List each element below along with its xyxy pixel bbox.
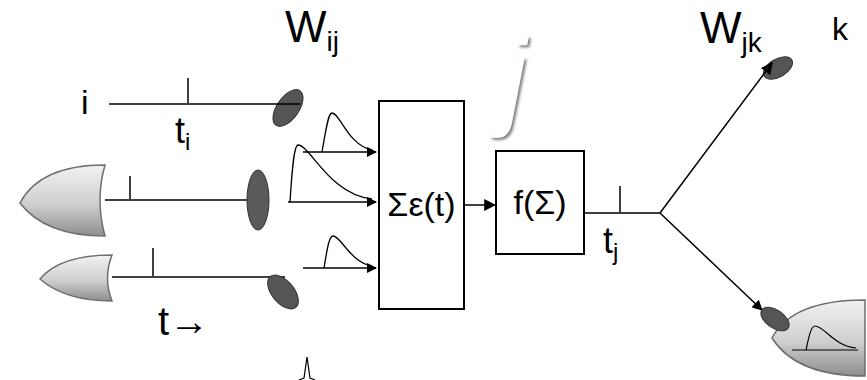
box-formula: f(Σ) [513,184,566,221]
presynaptic-neuron [20,165,105,236]
weight-label: Wjk [700,3,762,59]
axon [112,276,285,278]
axon-branch [660,213,762,310]
psp-axis [303,151,376,153]
neuron-shape [45,83,111,125]
neuron-body: jΣε(t) f(Σ) [262,25,755,365]
axon-connector [585,63,772,213]
synapse [760,52,797,84]
psp-curve [324,236,372,268]
psp-curve [290,145,372,202]
psp-axis [303,267,376,269]
time-axis-label: t→ [158,298,209,344]
neuron-watermark: j [502,22,526,132]
presynaptic-neuron: i [45,83,111,125]
axon [105,199,252,201]
neuron-outline [45,83,111,125]
spike [187,78,189,103]
summation-box: Σε(t) [378,100,465,310]
spike [619,186,621,212]
spike [129,176,131,199]
spike-time-label: tj [603,220,618,266]
psp-curve [322,113,372,152]
axon-connector [109,103,300,105]
neuron-label: k [832,12,848,47]
neuron-outline [770,3,862,65]
postsynaptic-neuron [772,300,865,376]
psp-axis [288,201,376,203]
spike [152,248,154,276]
neuron-label: i [81,84,89,121]
activation-box: f(Σ) [495,150,585,255]
postsynaptic-neuron: k [770,3,862,65]
neuron-shape [770,3,862,65]
presynaptic-neuron [40,255,112,301]
spike [299,357,315,380]
weight-label: Wij [285,2,339,58]
box-formula: Σε(t) [387,186,455,223]
psp-axis [792,349,858,350]
psp-curve [806,326,856,350]
spike-time-label: ti [175,110,190,156]
synapse [757,302,794,335]
synapse [262,270,305,315]
synapse [247,170,269,230]
axon-connector [465,204,495,206]
synapse [267,84,309,131]
